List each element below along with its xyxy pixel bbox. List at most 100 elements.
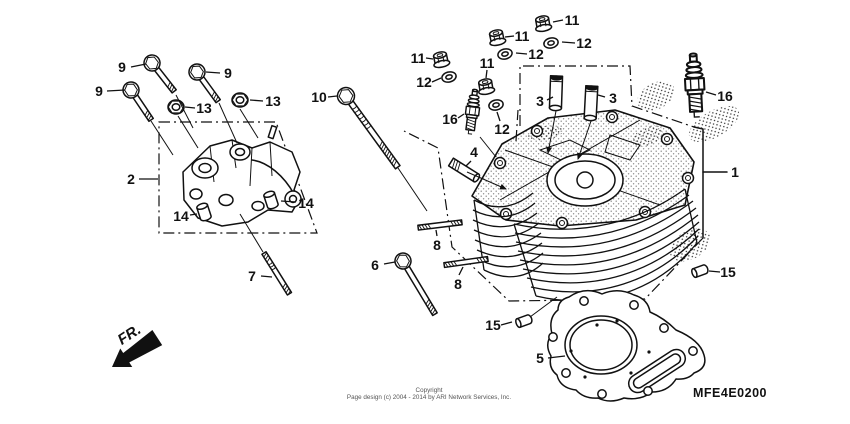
part-8-stud-b [443, 255, 489, 269]
callout-14-a[interactable]: 14 [173, 208, 198, 224]
front-arrow-icon [112, 348, 133, 367]
callout-label[interactable]: 15 [485, 317, 501, 333]
callout-label[interactable]: 16 [442, 111, 458, 127]
callout-label[interactable]: 3 [536, 93, 544, 109]
part-10-long-bolt [333, 83, 406, 173]
callout-8-a[interactable]: 8 [433, 229, 441, 253]
callout-12-b[interactable]: 12 [494, 111, 510, 137]
callout-5[interactable]: 5 [536, 350, 566, 366]
part-7-stud [261, 250, 293, 296]
callout-9-a[interactable]: 9 [118, 59, 147, 75]
part-12-washer-d [542, 35, 560, 51]
callout-label[interactable]: 12 [416, 74, 432, 90]
callout-label[interactable]: 8 [433, 237, 441, 253]
part-15-dowel-pin-b [514, 313, 534, 329]
callout-label[interactable]: 15 [720, 264, 736, 280]
part-12-washer-a [440, 69, 458, 85]
callout-7[interactable]: 7 [248, 268, 273, 284]
part-13-nut-a [167, 99, 185, 115]
valve-guide-boundary-box [519, 65, 695, 128]
callout-label[interactable]: 16 [717, 88, 733, 104]
cylinder-fins-left [472, 192, 544, 278]
callout-8-b[interactable]: 8 [454, 266, 464, 292]
callout-label[interactable]: 13 [196, 100, 212, 116]
callout-label[interactable]: 2 [127, 171, 135, 187]
front-direction-indicator: FR. [112, 321, 163, 367]
part-4-threaded-guide [447, 157, 481, 183]
callout-label[interactable]: 7 [248, 268, 256, 284]
callout-15-b[interactable]: 15 [485, 317, 513, 333]
callout-label[interactable]: 8 [454, 276, 462, 292]
part-15-dowel-pin-a [690, 263, 710, 279]
callout-label[interactable]: 11 [480, 55, 495, 71]
callout-label[interactable]: 11 [411, 50, 426, 66]
diagram-part-code: MFE4E0200 [693, 386, 767, 400]
callout-label[interactable]: 14 [173, 208, 189, 224]
callout-label[interactable]: 12 [494, 121, 510, 137]
callout-label[interactable]: 11 [515, 28, 530, 44]
part-11-cap-nut-c [486, 27, 508, 48]
front-arrow-shaft [122, 330, 163, 363]
assembly-alignment-lines [150, 94, 592, 318]
callout-11-b[interactable]: 11 [480, 55, 495, 79]
part-11-cap-nut-d [532, 13, 553, 34]
callout-label[interactable]: 9 [224, 65, 232, 81]
callout-2[interactable]: 2 [127, 171, 158, 187]
callout-12-c[interactable]: 12 [515, 46, 544, 62]
callout-label[interactable]: 9 [118, 59, 126, 75]
part-3-valve-guide-a [548, 74, 564, 112]
callout-6[interactable]: 6 [371, 257, 396, 273]
callout-15-a[interactable]: 15 [708, 264, 736, 280]
callout-13-a[interactable]: 13 [184, 100, 212, 116]
part-3-valve-guide-b [583, 84, 599, 122]
part-9-flange-bolt-b [119, 78, 159, 126]
callout-label[interactable]: 3 [609, 90, 617, 106]
callout-12-d[interactable]: 12 [561, 35, 592, 51]
callout-11-a[interactable]: 11 [411, 50, 434, 66]
callout-label[interactable]: 12 [528, 46, 544, 62]
callout-label[interactable]: 11 [565, 12, 580, 28]
callout-4[interactable]: 4 [465, 144, 478, 167]
gasket-bolt-holes [548, 296, 698, 399]
cylinder-fins-right [513, 188, 700, 302]
part-1-cylinder-head [471, 109, 700, 302]
part-11-cap-nut-b [475, 76, 496, 97]
callout-10[interactable]: 10 [311, 89, 338, 105]
rocker-assembly-boundary-box [158, 121, 318, 234]
copyright-line-2: Page design (c) 2004 - 2014 by ARI Netwo… [347, 394, 511, 401]
part-11-cap-nut-a [430, 49, 452, 70]
part-13-nut-b [231, 92, 249, 108]
callout-3-a[interactable]: 3 [536, 93, 554, 109]
callout-11-c[interactable]: 11 [504, 28, 530, 44]
callout-13-b[interactable]: 13 [249, 93, 281, 109]
part-12-washer-c [496, 46, 514, 62]
head-bolt-holes [493, 110, 695, 230]
callout-14-b[interactable]: 14 [280, 195, 314, 211]
part-16-spark-plug-a [462, 87, 483, 136]
callout-1-bracket [693, 126, 728, 239]
callout-label[interactable]: 5 [536, 350, 544, 366]
callout-label[interactable]: 12 [576, 35, 592, 51]
callout-11-d[interactable]: 11 [552, 12, 580, 28]
part-6-long-bolt [391, 249, 443, 320]
callouts: 9 9 9 13 13 2 14 14 10 7 6 8 8 4 3 3 11 … [95, 12, 739, 366]
callout-label[interactable]: 9 [95, 83, 103, 99]
callout-label[interactable]: 4 [470, 144, 478, 160]
callout-16-a[interactable]: 16 [442, 111, 465, 127]
callout-12-a[interactable]: 12 [416, 74, 442, 90]
callout-label[interactable]: 10 [311, 89, 327, 105]
callout-label[interactable]: 6 [371, 257, 379, 273]
callout-3-b[interactable]: 3 [597, 90, 617, 106]
callout-label[interactable]: 14 [298, 195, 314, 211]
part-8-stud-a [417, 218, 463, 232]
callout-9-c[interactable]: 9 [205, 65, 232, 81]
copyright-line-1: Copyright [416, 387, 443, 394]
part-12-washer-b [487, 97, 505, 113]
callout-label[interactable]: 1 [731, 164, 739, 180]
callout-9-b[interactable]: 9 [95, 83, 126, 99]
callout-16-b[interactable]: 16 [705, 88, 733, 104]
callout-1[interactable]: 1 [731, 164, 739, 180]
callout-label[interactable]: 13 [265, 93, 281, 109]
